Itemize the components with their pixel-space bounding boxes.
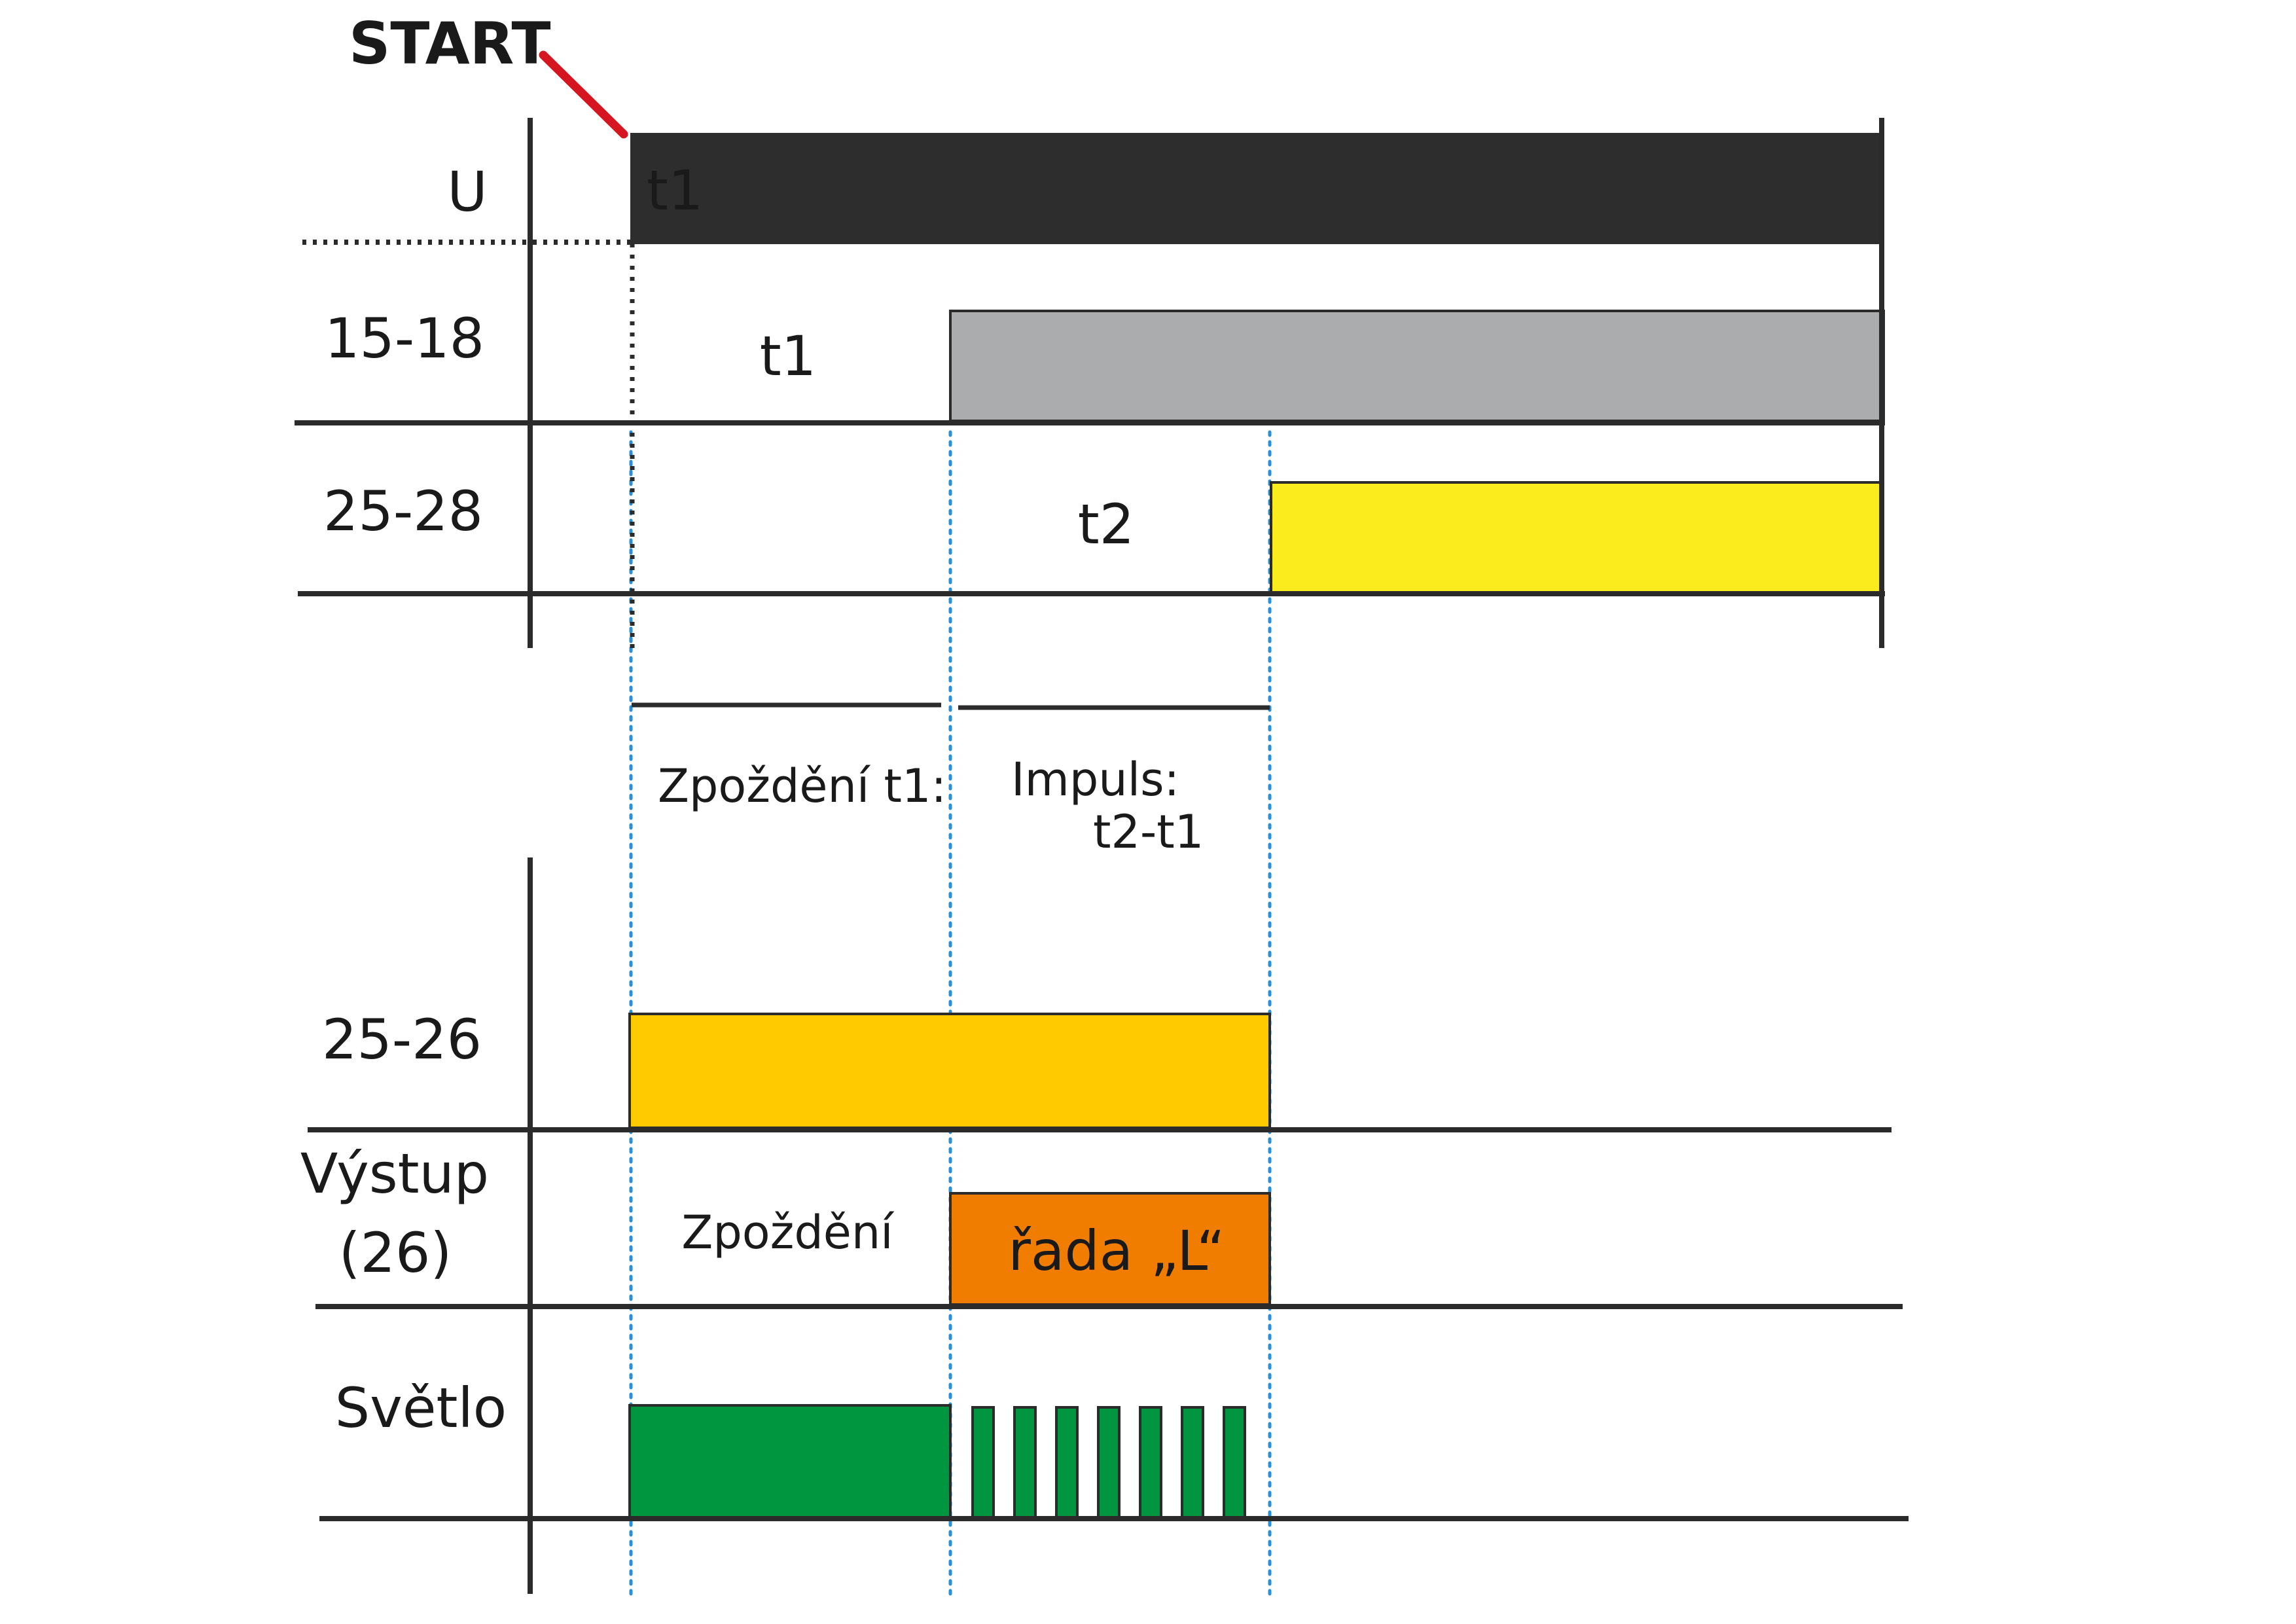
row-label-15-18: 15-18 <box>325 306 484 370</box>
relay-15-18-bar <box>949 310 1885 422</box>
row-label-vystup: Výstup <box>300 1142 489 1206</box>
label-impuls: Impuls: <box>1011 753 1179 806</box>
light-pulse <box>1055 1406 1079 1519</box>
row-label-svetlo: Světlo <box>335 1376 507 1440</box>
label-rada-l: řada „L“ <box>1008 1219 1225 1283</box>
output-25-26-bar <box>628 1013 1271 1129</box>
u-bar-t1-label: t1 <box>647 158 703 223</box>
relay-25-28-bar <box>1270 481 1884 594</box>
light-pulse <box>1139 1406 1162 1519</box>
start-marker-line <box>539 50 628 139</box>
light-pulse <box>1181 1406 1204 1519</box>
top-axes <box>295 118 1885 648</box>
row-label-vystup-terminal: (26) <box>339 1221 452 1285</box>
light-pulse <box>1097 1406 1121 1519</box>
row-label-25-28: 25-28 <box>323 479 483 543</box>
bottom-axes <box>308 857 1909 1594</box>
label-impuls-formula: t2-t1 <box>1093 805 1204 859</box>
label-zpozdeni-t1: Zpoždění t1: <box>658 759 946 813</box>
start-label: START <box>349 10 551 77</box>
light-pulse <box>1013 1406 1037 1519</box>
light-blink-pulses <box>971 1406 1246 1519</box>
light-pulse <box>1223 1406 1246 1519</box>
light-steady-bar <box>628 1404 952 1519</box>
t2-delay-label: t2 <box>1078 492 1134 556</box>
row-label-u: U <box>447 160 487 224</box>
light-pulse <box>971 1406 995 1519</box>
row-label-25-26: 25-26 <box>322 1007 482 1072</box>
label-zpozdeni: Zpoždění <box>681 1206 895 1259</box>
u-supply-bar <box>630 133 1884 244</box>
t1-delay-label: t1 <box>760 324 816 388</box>
